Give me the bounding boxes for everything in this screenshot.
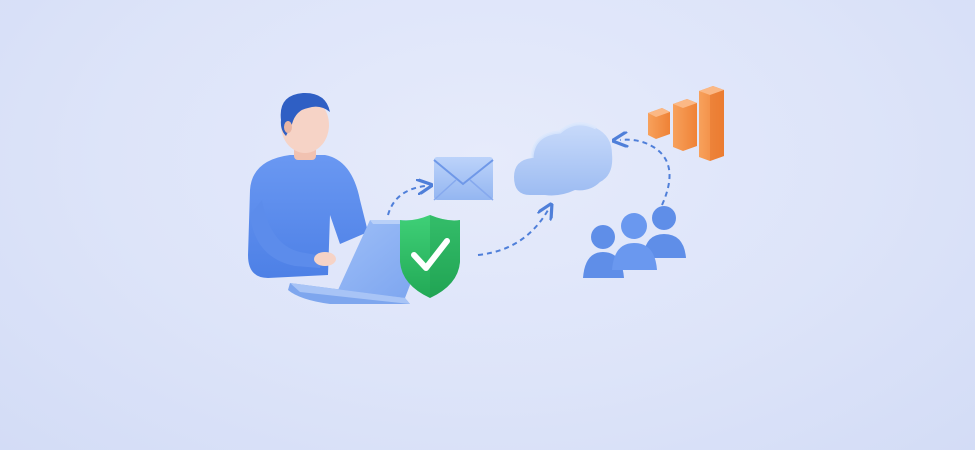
dashed-arrow-icon <box>477 210 548 256</box>
cloud-icon <box>514 122 613 196</box>
mail-envelope-icon <box>433 157 494 201</box>
user-group-icon <box>583 206 686 278</box>
bar-chart-icon <box>648 86 724 161</box>
dashed-arrow-icon <box>387 186 425 216</box>
dashed-arrow-icon <box>620 140 671 206</box>
person-icon <box>248 92 368 278</box>
shield-check-icon <box>400 215 460 298</box>
